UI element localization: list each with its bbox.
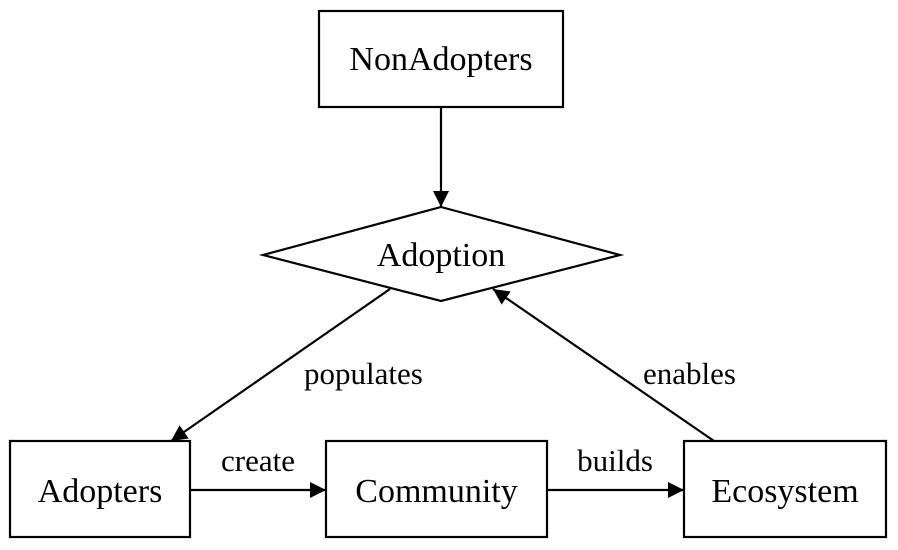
arrow-line [492,288,715,442]
node-community: Community [324,439,549,539]
node-label-community: Community [355,473,517,510]
edge-label-populates: populates [304,356,423,391]
edge-community-to-ecosystem: builds [547,443,684,498]
node-adoption: Adoption [258,205,625,303]
node-label-adopters: Adopters [38,473,163,510]
node-ecosystem: Ecosystem [682,439,888,539]
node-adopters: Adopters [8,439,192,539]
node-label-ecosystem: Ecosystem [711,473,858,510]
arrow-line [170,288,391,442]
edge-adopters-to-community: create [190,443,326,498]
edge-label-builds: builds [577,443,653,478]
node-nonadopters: NonAdopters [317,9,565,109]
node-label-nonadopters: NonAdopters [349,41,532,78]
edge-label-enables: enables [643,356,736,391]
edge-label-create: create [221,443,295,478]
node-label-adoption: Adoption [377,237,505,274]
edge-ecosystem-to-adoption: enables [492,288,736,442]
edge-adoption-to-adopters: populates [170,288,423,442]
